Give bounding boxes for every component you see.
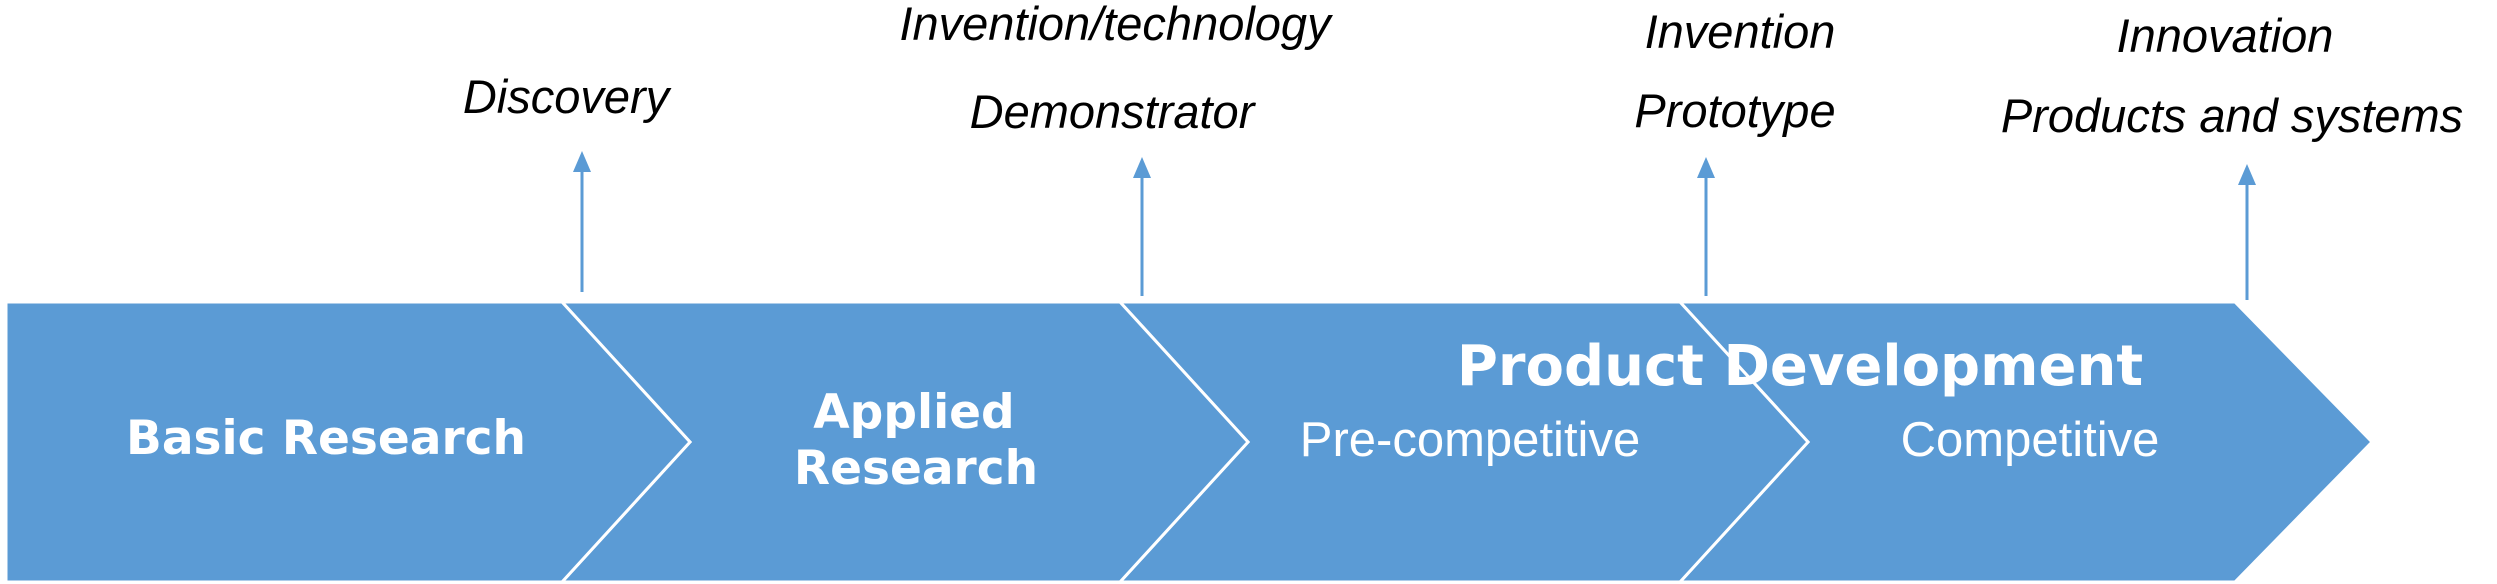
stage-basic-research-chevron [4,300,693,584]
milestone-label-invention: Invention [1645,5,1836,58]
milestone-label-discovery: Discovery [463,70,672,123]
milestone-label-innovation: Innovation [2117,9,2334,62]
stage-label-competitive: Competitive [1901,413,2160,467]
process-band [4,300,2375,584]
milestone-arrow-discovery [573,151,591,292]
milestone-label-demonstrator: Demonstrator [970,85,1257,138]
stage-label-applied: Applied [813,385,1014,440]
stage-label-pre-competitive: Pre-competitive [1300,413,1640,467]
stage-label-basic-research: Basic Research [126,411,526,466]
milestone-labels: Discovery Invention/technology Demonstra… [463,0,2463,142]
milestone-label-prototype: Prototype [1634,84,1835,137]
milestone-label-invention-technology: Invention/technology [899,0,1333,50]
milestone-arrow-demonstrator [1133,157,1151,296]
milestone-arrow-prototype [1697,157,1715,296]
stage-label-research: Research [794,441,1038,496]
stage-labels: Basic Research Applied Research Product … [126,334,2159,496]
milestone-label-products-and-systems: Products and systems [2001,89,2463,142]
milestone-arrows [573,151,2256,300]
stage-label-product-development: Product Development [1457,334,2143,399]
milestone-arrow-innovation [2238,164,2256,300]
